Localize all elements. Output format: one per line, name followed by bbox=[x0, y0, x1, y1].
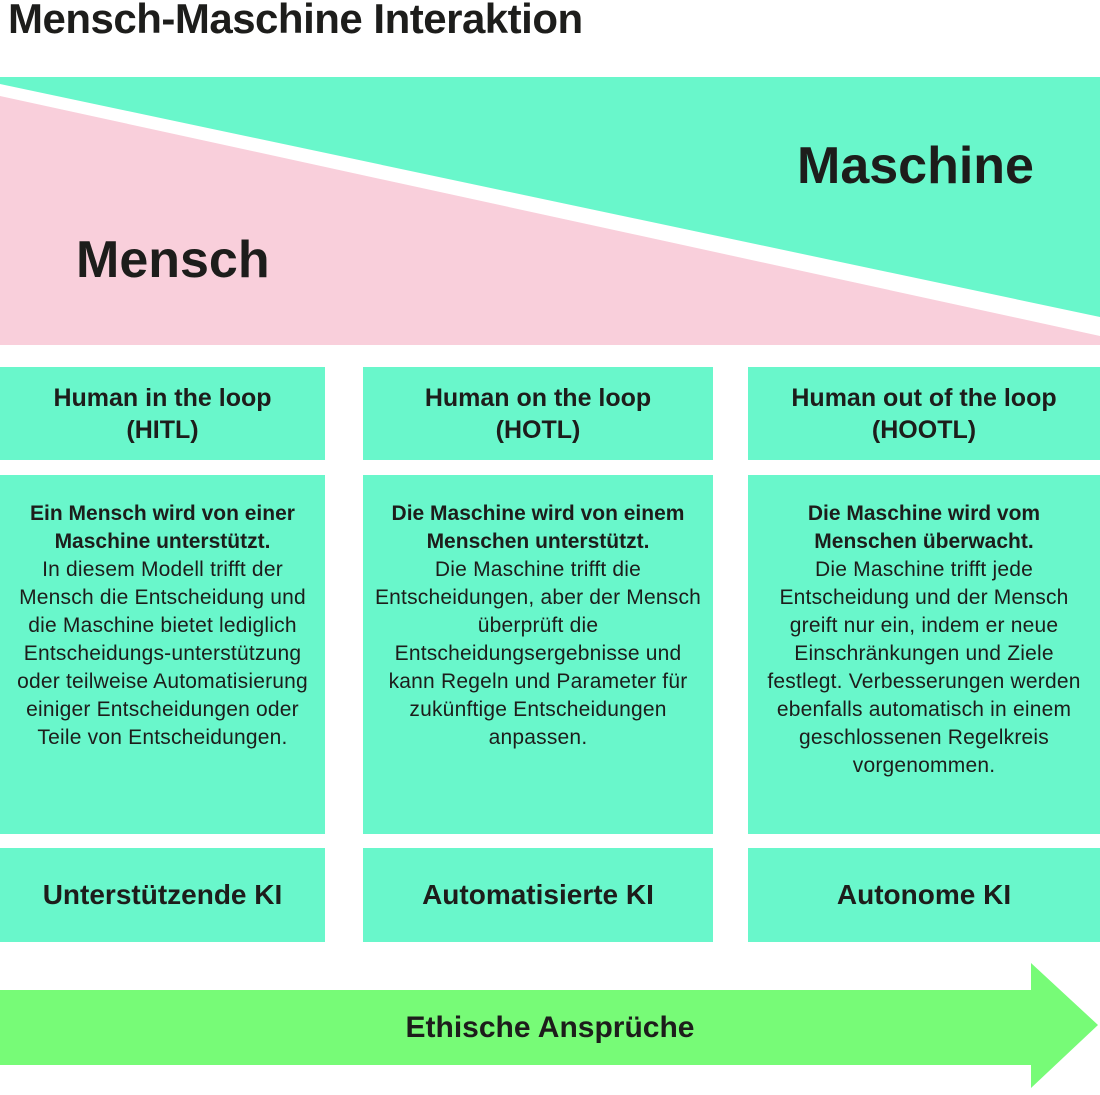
description-box-hootl: Die Maschine wird vom Menschen überwacht… bbox=[748, 475, 1100, 834]
header-line1: Human on the loop bbox=[424, 383, 652, 412]
description-box-hotl: Die Maschine wird von einem Menschen unt… bbox=[363, 475, 713, 834]
human-triangle bbox=[0, 96, 1100, 345]
header-line2: (HOOTL) bbox=[871, 415, 977, 444]
header-box-hootl: Human out of the loop (HOOTL) bbox=[748, 367, 1100, 460]
ethics-arrow bbox=[0, 963, 1098, 1088]
description-bold: Die Maschine wird von einem Menschen unt… bbox=[391, 502, 685, 553]
ki-label: Autonome KI bbox=[836, 879, 1012, 910]
description-text: Die Maschine trifft jede Entscheidung un… bbox=[767, 558, 1081, 777]
description-box-hitl: Ein Mensch wird von einer Maschine unter… bbox=[0, 475, 325, 834]
page-title: Mensch-Maschine Interaktion bbox=[8, 0, 583, 42]
header-line1: Human out of the loop bbox=[791, 383, 1057, 412]
header-line2: (HITL) bbox=[126, 415, 199, 444]
ki-label: Unterstützende KI bbox=[42, 879, 283, 910]
description-text: Die Maschine trifft die Entscheidungen, … bbox=[374, 558, 702, 749]
description-text: In diesem Modell trifft der Mensch die E… bbox=[17, 558, 308, 749]
machine-triangle bbox=[0, 77, 1100, 317]
machine-triangle-label: Maschine bbox=[797, 137, 1034, 195]
ki-label-box-unterstuetzende: Unterstützende KI bbox=[0, 848, 325, 942]
ki-label: Automatisierte KI bbox=[422, 879, 654, 910]
header-line2: (HOTL) bbox=[495, 415, 581, 444]
ki-label-box-autonome: Autonome KI bbox=[748, 848, 1100, 942]
human-triangle-label: Mensch bbox=[76, 231, 270, 289]
ethics-arrow-label: Ethische Ansprüche bbox=[405, 1011, 695, 1044]
header-line1: Human in the loop bbox=[53, 383, 272, 412]
description-bold: Die Maschine wird vom Menschen überwacht… bbox=[807, 502, 1041, 553]
header-box-hotl: Human on the loop (HOTL) bbox=[363, 367, 713, 460]
description-bold: Ein Mensch wird von einer Maschine unter… bbox=[30, 502, 295, 553]
ki-label-box-automatisierte: Automatisierte KI bbox=[363, 848, 713, 942]
header-box-hitl: Human in the loop (HITL) bbox=[0, 367, 325, 460]
